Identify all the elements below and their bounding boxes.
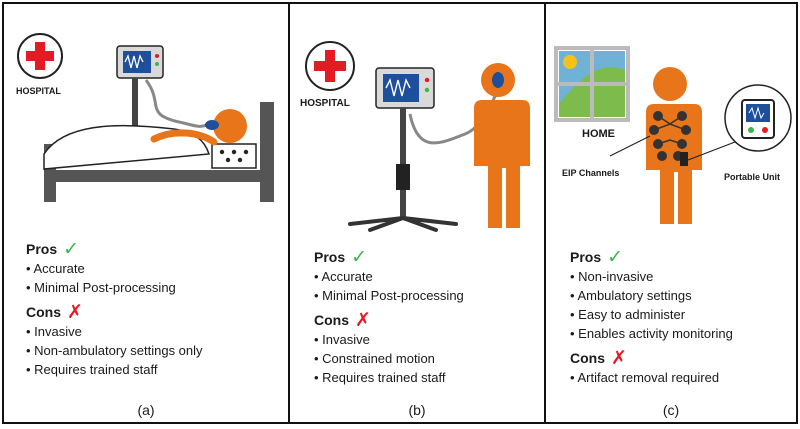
location-label: HOSPITAL: [16, 86, 61, 96]
channels-label: EIP Channels: [562, 168, 620, 178]
list-item: Non-invasive: [570, 267, 733, 286]
person-icon: [474, 63, 530, 228]
cons-heading: Cons: [314, 312, 349, 328]
cons-list: Invasive Non-ambulatory settings only Re…: [26, 322, 203, 379]
list-item: Requires trained staff: [314, 368, 464, 387]
pros-heading: Pros: [26, 241, 58, 257]
pros-list: Non-invasive Ambulatory settings Easy to…: [570, 267, 733, 343]
check-icon: ✓: [351, 246, 368, 268]
panel-caption: (b): [408, 402, 426, 418]
person-icon: [646, 67, 702, 224]
window-icon: [554, 46, 630, 122]
cons-list: Invasive Constrained motion Requires tra…: [314, 330, 464, 387]
electrode-channels: [649, 111, 691, 161]
check-icon: ✓: [63, 238, 80, 260]
cross-icon: ✗: [355, 309, 371, 331]
bed-icon: [44, 102, 274, 202]
pros-heading: Pros: [314, 249, 346, 265]
location-label: HOSPITAL: [300, 98, 350, 109]
list-item: Easy to administer: [570, 305, 733, 324]
hospital-cross-icon: [17, 33, 63, 79]
check-icon: ✓: [607, 246, 624, 268]
list-item: Accurate: [26, 259, 203, 278]
cons-list: Artifact removal required: [570, 368, 733, 387]
panel-c: HOME EIP Channels Portable Unit Pros ✓ No…: [544, 2, 798, 424]
monitor-icon: [375, 67, 435, 109]
pros-section: Pros ✓ Non-invasive Ambulatory settings E…: [570, 248, 733, 387]
hospital-bed-illustration: [17, 33, 274, 202]
list-item: Artifact removal required: [570, 368, 733, 387]
portable-unit-zoom-icon: [687, 84, 792, 161]
list-item: Minimal Post-processing: [26, 278, 203, 297]
standing-monitor-illustration: [305, 41, 530, 232]
cons-heading: Cons: [570, 350, 605, 366]
list-item: Non-ambulatory settings only: [26, 341, 202, 360]
pros-section: Pros ✓ Accurate Minimal Post-processing C…: [314, 248, 464, 387]
cross-icon: ✗: [611, 347, 627, 369]
cross-icon: ✗: [67, 301, 83, 323]
location-label: HOME: [582, 128, 615, 140]
list-item: Constrained motion: [314, 349, 464, 368]
list-item: Invasive: [314, 330, 464, 349]
stand-icon: [348, 108, 458, 232]
hospital-cross-icon: [305, 41, 355, 91]
pros-list: Accurate Minimal Post-processing: [26, 259, 203, 297]
pros-heading: Pros: [570, 249, 602, 265]
cons-heading: Cons: [26, 304, 61, 320]
unit-label: Portable Unit: [724, 172, 781, 182]
patient-icon: [43, 109, 247, 170]
list-item: Enables activity monitoring: [570, 324, 733, 343]
panel-a: HOSPITAL Pros ✓ Accurate Minimal Post-pro…: [2, 2, 290, 424]
list-item: Ambulatory settings: [570, 286, 733, 305]
list-item: Minimal Post-processing: [314, 286, 464, 305]
portable-unit-icon: [680, 152, 688, 166]
monitor-icon: [116, 45, 164, 138]
list-item: Invasive: [26, 322, 203, 341]
pros-list: Accurate Minimal Post-processing: [314, 267, 464, 305]
list-item: Requires trained staff: [26, 360, 203, 379]
list-item: Accurate: [314, 267, 464, 286]
panel-caption: (c): [662, 402, 680, 418]
pros-section: Pros ✓ Accurate Minimal Post-processing C…: [26, 240, 203, 379]
panel-caption: (a): [137, 402, 155, 418]
home-monitoring-illustration: [554, 46, 792, 224]
panel-b: HOSPITAL Pros ✓ Accurate Minimal Post-pro…: [288, 2, 546, 424]
